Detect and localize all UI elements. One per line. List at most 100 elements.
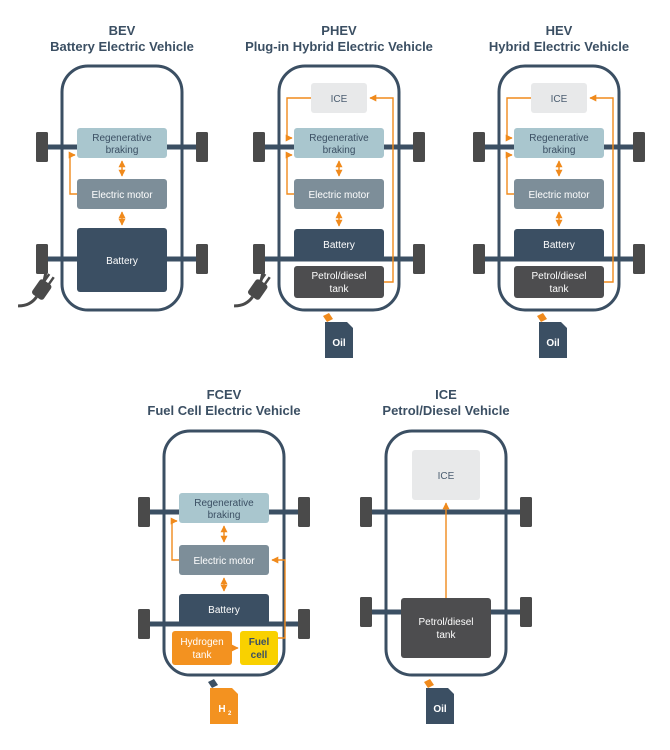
fcev-can-sub: 2 <box>228 711 232 717</box>
ice-can-label: Oil <box>433 704 447 715</box>
hev-abbr: HEV <box>546 23 573 38</box>
hev-can-label: Oil <box>546 338 560 349</box>
bev-wheel-front-right <box>196 132 208 162</box>
bev-name: Battery Electric Vehicle <box>50 39 194 54</box>
fcev-hydrogen-box: Hydrogen tank <box>172 631 232 665</box>
bev-battery-box: Battery <box>77 228 167 292</box>
bev-abbr: BEV <box>109 23 136 38</box>
hev-tank-label-2: tank <box>550 284 570 295</box>
fcev-fuelcell-label-2: cell <box>251 650 268 661</box>
ice-wheel-rear-right <box>520 597 532 627</box>
phev-car-body <box>277 64 401 312</box>
phev-flow-arrows <box>285 94 394 283</box>
phev-wheel-rear-right <box>413 244 425 274</box>
bev-wheel-rear-right <box>196 244 208 274</box>
bev-battery-label: Battery <box>106 256 138 267</box>
hev-tank-label-1: Petrol/diesel <box>531 271 586 282</box>
ice-wheel-rear-left <box>360 597 372 627</box>
fcev-regen-label-1: Regenerative <box>194 498 254 509</box>
phev-battery-label: Battery <box>323 240 355 251</box>
hev-ice-box: ICE <box>531 83 587 113</box>
fcev-wheel-front-right <box>298 497 310 527</box>
phev-can-label: Oil <box>332 338 346 349</box>
bev-regen-label-2: braking <box>106 145 139 156</box>
phev-tank-box: Petrol/diesel tank <box>294 266 384 298</box>
fcev-battery-box: Battery <box>179 594 269 624</box>
fcev-fuelcell-label-1: Fuel <box>249 637 270 648</box>
phev-regen-label-1: Regenerative <box>309 133 369 144</box>
fcev-flow-arrows <box>170 517 286 652</box>
fcev-wheel-front-left <box>138 497 150 527</box>
phev-battery-box: Battery <box>294 229 384 259</box>
ice-engine-box: ICE <box>412 450 480 500</box>
fuel-can-icon: Oil <box>323 313 353 358</box>
bev-wheel-front-left <box>36 132 48 162</box>
phev-ice-label: ICE <box>331 94 348 105</box>
fuel-can-icon: Oil <box>537 313 567 358</box>
bev-vehicle: BEV Battery Electric Vehicle Regenerativ… <box>18 23 208 312</box>
hev-wheel-rear-right <box>633 244 645 274</box>
hev-vehicle: HEV Hybrid Electric Vehicle ICE Regenera… <box>473 23 645 358</box>
hev-battery-box: Battery <box>514 229 604 259</box>
fcev-hydrogen-label-1: Hydrogen <box>180 637 223 648</box>
phev-tank-label-1: Petrol/diesel <box>311 271 366 282</box>
phev-name: Plug-in Hybrid Electric Vehicle <box>245 39 433 54</box>
fcev-can-label: H <box>218 704 225 715</box>
ice-car-body <box>384 429 508 677</box>
hev-motor-box: Electric motor <box>514 179 604 209</box>
phev-ice-box: ICE <box>311 83 367 113</box>
bev-car-body <box>60 64 184 312</box>
hydrogen-can-icon: H 2 <box>208 679 238 724</box>
hev-motor-label: Electric motor <box>528 190 590 201</box>
ice-vehicle: ICE Petrol/Diesel Vehicle ICE Petrol/die… <box>360 387 532 724</box>
hev-wheel-front-right <box>633 132 645 162</box>
fcev-wheel-rear-right <box>298 609 310 639</box>
ice-engine-label: ICE <box>438 471 455 482</box>
fcev-abbr: FCEV <box>207 387 242 402</box>
fcev-fuelcell-box: Fuel cell <box>240 631 278 665</box>
fcev-regen-label-2: braking <box>208 510 241 521</box>
fcev-vehicle: FCEV Fuel Cell Electric Vehicle Regenera… <box>138 387 310 724</box>
bev-wheel-rear-left <box>36 244 48 274</box>
ice-abbr: ICE <box>435 387 457 402</box>
ice-tank-label-2: tank <box>437 630 457 641</box>
hev-regen-label-1: Regenerative <box>529 133 589 144</box>
phev-vehicle: PHEV Plug-in Hybrid Electric Vehicle ICE… <box>234 23 433 358</box>
hev-wheel-rear-left <box>473 244 485 274</box>
hev-flow-arrows <box>505 94 614 283</box>
bev-flow-arrows <box>68 151 126 226</box>
hev-tank-box: Petrol/diesel tank <box>514 266 604 298</box>
hev-ice-label: ICE <box>551 94 568 105</box>
fuel-can-icon: Oil <box>424 679 454 724</box>
ice-tank-box: Petrol/diesel tank <box>401 598 491 658</box>
ice-name: Petrol/Diesel Vehicle <box>382 403 509 418</box>
fcev-wheel-rear-left <box>138 609 150 639</box>
hev-name: Hybrid Electric Vehicle <box>489 39 629 54</box>
bev-regen-label-1: Regenerative <box>92 133 152 144</box>
hev-car-body <box>497 64 621 312</box>
hev-regen-label-2: braking <box>543 145 576 156</box>
hev-wheel-front-left <box>473 132 485 162</box>
phev-motor-label: Electric motor <box>308 190 370 201</box>
ice-wheel-front-left <box>360 497 372 527</box>
phev-regen-label-2: braking <box>323 145 356 156</box>
hev-regen-box: Regenerative braking <box>514 128 604 158</box>
bev-motor-label: Electric motor <box>91 190 153 201</box>
fcev-hydrogen-label-2: tank <box>193 650 213 661</box>
phev-regen-box: Regenerative braking <box>294 128 384 158</box>
fcev-car-body <box>162 429 286 677</box>
ice-wheel-front-right <box>520 497 532 527</box>
fcev-battery-label: Battery <box>208 605 240 616</box>
phev-wheel-front-left <box>253 132 265 162</box>
ice-tank-label-1: Petrol/diesel <box>418 617 473 628</box>
phev-tank-label-2: tank <box>330 284 350 295</box>
phev-plug-cable <box>255 271 265 293</box>
fcev-motor-box: Electric motor <box>179 545 269 575</box>
bev-regen-box: Regenerative braking <box>77 128 167 158</box>
phev-motor-box: Electric motor <box>294 179 384 209</box>
plug-icon <box>234 273 271 308</box>
phev-abbr: PHEV <box>321 23 357 38</box>
phev-wheel-rear-left <box>253 244 265 274</box>
bev-plug-cable <box>38 271 48 293</box>
